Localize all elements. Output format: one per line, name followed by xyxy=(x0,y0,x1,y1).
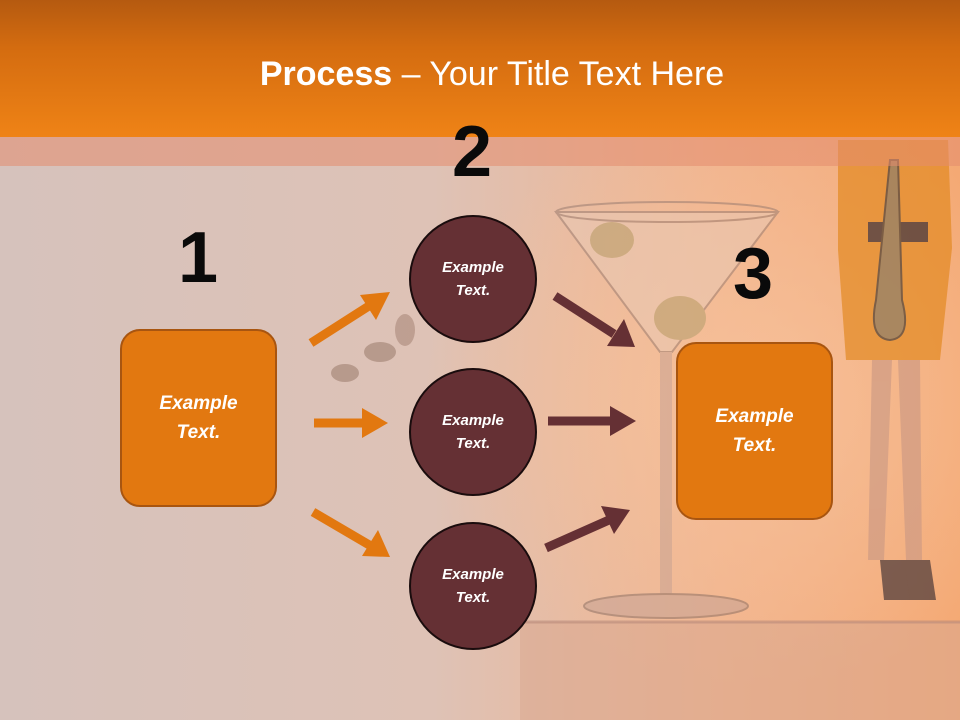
slide-title: Process – Your Title Text Here xyxy=(0,52,960,96)
step-number-2: 2 xyxy=(451,112,493,192)
left-box-text: Example Text. xyxy=(159,393,238,443)
right-box-text: Example Text. xyxy=(715,406,794,456)
title-band xyxy=(0,137,960,166)
circle-top: Example Text. xyxy=(409,215,537,343)
circle-bottom-text: Example Text. xyxy=(442,566,504,606)
arrow-left-to-top xyxy=(308,292,390,347)
saxophone-player-image xyxy=(838,140,952,600)
right-process-box: Example Text. xyxy=(676,342,833,520)
arrow-left-to-middle xyxy=(314,408,388,438)
circle-top-text: Example Text. xyxy=(442,259,504,299)
step-number-3: 3 xyxy=(732,234,774,314)
title-bold-part: Process xyxy=(259,55,393,93)
step-number-1: 1 xyxy=(177,218,219,298)
circle-middle-text: Example Text. xyxy=(442,412,504,452)
martini-glass-image xyxy=(554,201,781,619)
arrow-left-to-bottom xyxy=(310,508,390,557)
arrow-bottom-to-right xyxy=(544,506,630,553)
left-process-box: Example Text. xyxy=(120,329,277,507)
arrow-middle-to-right xyxy=(548,406,636,436)
title-rest-part: – Your Title Text Here xyxy=(392,55,725,93)
circle-bottom: Example Text. xyxy=(409,522,537,650)
arrow-top-to-right xyxy=(552,292,635,347)
circle-middle: Example Text. xyxy=(409,368,537,496)
title-bar xyxy=(0,0,960,137)
